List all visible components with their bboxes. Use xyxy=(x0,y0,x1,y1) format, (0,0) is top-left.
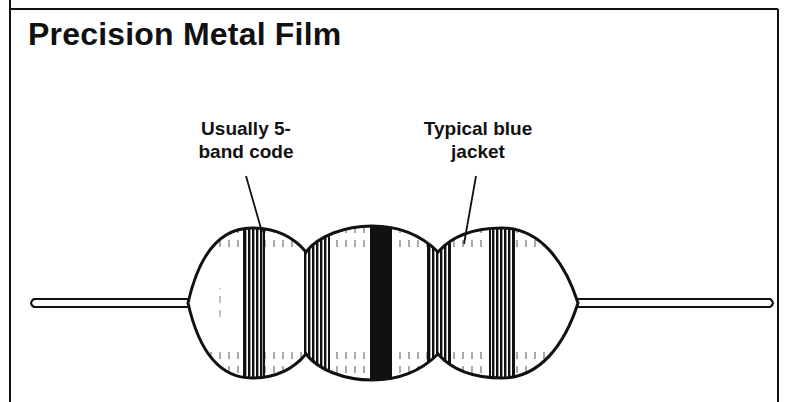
frame-line xyxy=(10,8,778,10)
diagram-title: Precision Metal Film xyxy=(28,16,341,53)
callout-label: Typical blue jacket xyxy=(421,118,535,164)
resistor-lead xyxy=(31,299,192,307)
leader-line xyxy=(246,176,262,232)
leader-line xyxy=(464,176,476,244)
frame-line xyxy=(9,0,11,402)
frame-line xyxy=(777,9,779,402)
resistor-body xyxy=(180,220,585,385)
resistor-outline xyxy=(188,226,578,380)
resistor-lead xyxy=(574,299,773,307)
callout-label: Usually 5-band code xyxy=(183,118,309,164)
